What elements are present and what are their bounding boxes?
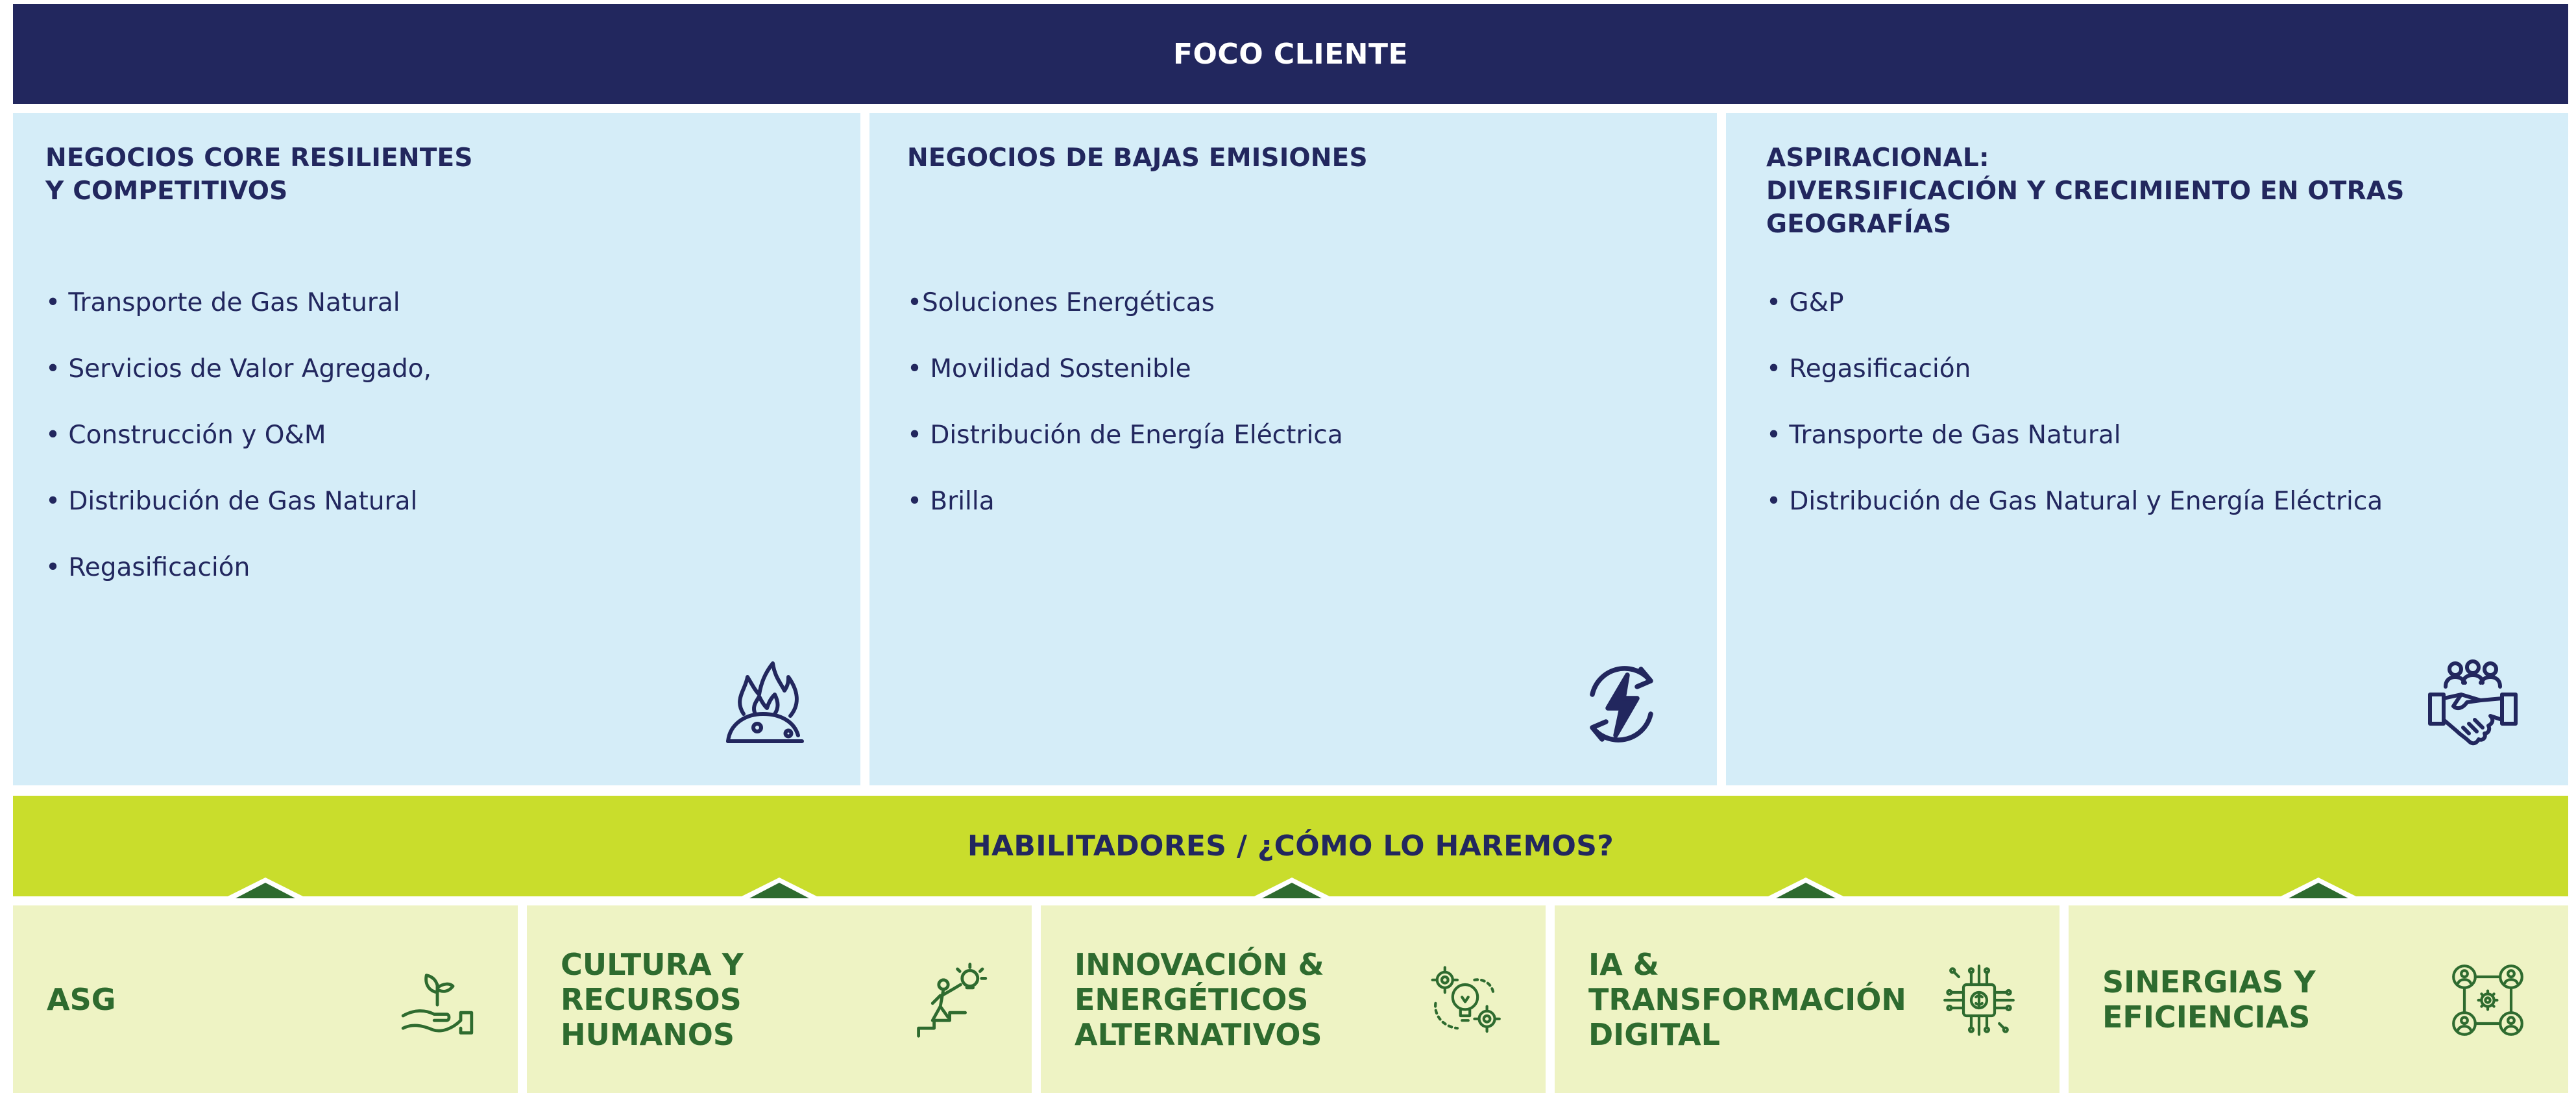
arrow-up-icon [1262, 883, 1322, 898]
card-label: IA & TRANSFORMACIÓN DIGITAL [1588, 946, 1906, 1052]
list-item: • Regasificación [1766, 354, 1971, 384]
renewable-energy-icon [1573, 656, 1670, 753]
list-item: • Regasificación [45, 553, 250, 582]
foco-cliente-header: FOCO CLIENTE [13, 4, 2568, 104]
handshake-icon [2424, 656, 2521, 753]
list-item: • Servicios de Valor Agregado, [45, 354, 432, 384]
arrow-up-icon [2289, 883, 2348, 898]
list-item: • Distribución de Gas Natural [45, 487, 418, 516]
arrow-up-icon [749, 883, 809, 898]
column-list: • G&P • Regasificación • Transporte de G… [1766, 270, 2568, 535]
person-climbing-stairs-icon [912, 961, 990, 1039]
list-item: • G&P [1766, 288, 1844, 317]
card-label: ASG [47, 981, 116, 1017]
column-list: •Soluciones Energéticas • Movilidad Sost… [907, 270, 1717, 535]
arrow-up-icon [1776, 883, 1836, 898]
column-bajas-emisiones: NEGOCIOS DE BAJAS EMISIONES •Soluciones … [869, 113, 1717, 785]
column-title: NEGOCIOS CORE RESILIENTES Y COMPETITIVOS [45, 143, 473, 206]
list-item: • Distribución de Energía Eléctrica [907, 421, 1343, 450]
habilitadores-title: HABILITADORES / ¿CÓMO LO HAREMOS? [967, 829, 1614, 863]
card-asg: ASG [13, 905, 518, 1093]
column-aspiracional: ASPIRACIONAL: DIVERSIFICACIÓN Y CRECIMIE… [1726, 113, 2568, 785]
column-negocios-core: NEGOCIOS CORE RESILIENTES Y COMPETITIVOS… [13, 113, 860, 785]
column-list: • Transporte de Gas Natural • Servicios … [45, 270, 860, 601]
ai-chip-icon [1940, 961, 2018, 1039]
card-cultura-recursos-humanos: CULTURA Y RECURSOS HUMANOS [527, 905, 1032, 1093]
card-sinergias-eficiencias: SINERGIAS Y EFICIENCIAS [2069, 905, 2568, 1093]
column-title: ASPIRACIONAL: DIVERSIFICACIÓN Y CRECIMIE… [1766, 143, 2405, 239]
header-title: FOCO CLIENTE [1173, 37, 1409, 71]
list-item: • Distribución de Gas Natural y Energía … [1766, 487, 2383, 516]
gas-flame-icon [716, 656, 814, 753]
lightbulb-gears-icon [1426, 961, 1504, 1039]
arrow-up-icon [236, 883, 295, 898]
plant-in-hand-icon [398, 961, 476, 1039]
list-item: •Soluciones Energéticas [907, 288, 1215, 317]
card-label: INNOVACIÓN & ENERGÉTICOS ALTERNATIVOS [1075, 946, 1324, 1052]
column-title: NEGOCIOS DE BAJAS EMISIONES [907, 143, 1368, 173]
list-item: • Construcción y O&M [45, 421, 326, 450]
list-item: • Transporte de Gas Natural [1766, 421, 2121, 450]
people-network-icon [2449, 961, 2527, 1039]
card-innovacion: INNOVACIÓN & ENERGÉTICOS ALTERNATIVOS [1041, 905, 1546, 1093]
card-label: CULTURA Y RECURSOS HUMANOS [561, 946, 744, 1052]
card-ia-transformacion-digital: IA & TRANSFORMACIÓN DIGITAL [1555, 905, 2060, 1093]
list-item: • Transporte de Gas Natural [45, 288, 400, 317]
list-item: • Brilla [907, 487, 995, 516]
card-label: SINERGIAS Y EFICIENCIAS [2102, 964, 2316, 1035]
list-item: • Movilidad Sostenible [907, 354, 1191, 384]
